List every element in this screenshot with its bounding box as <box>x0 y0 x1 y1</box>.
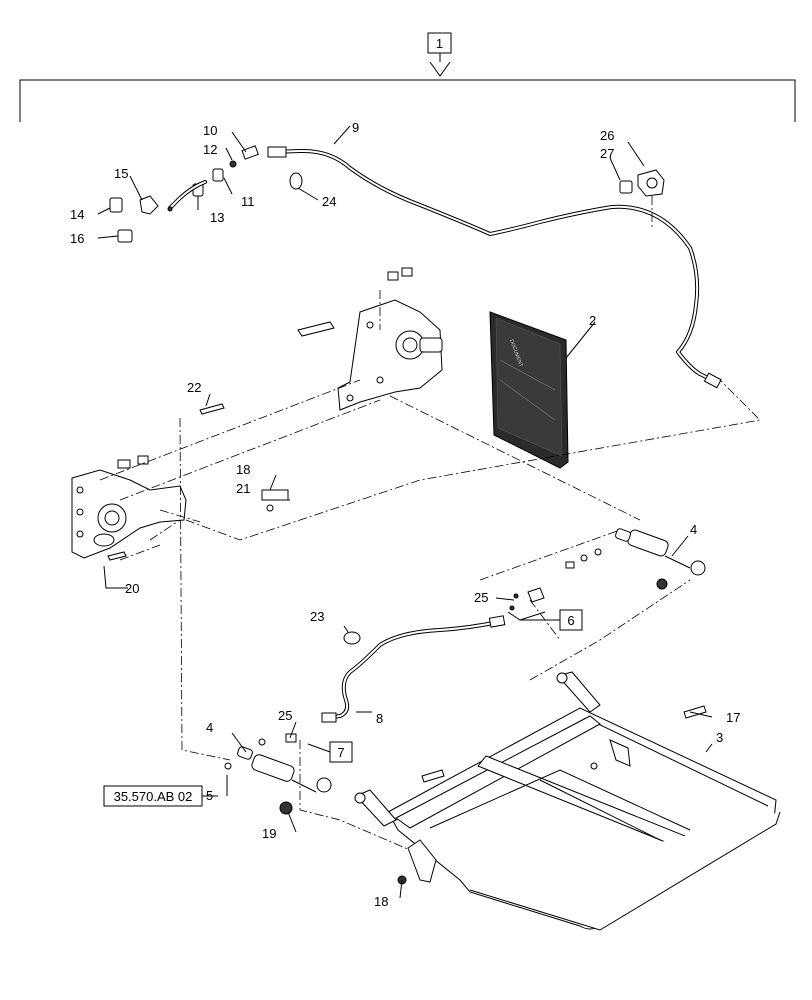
callout-1-label: 1 <box>436 36 443 51</box>
callout-15-label: 15 <box>114 166 128 181</box>
callout-box-1: 1 <box>427 32 452 54</box>
callout-box-7: 7 <box>307 741 353 763</box>
reference-box[interactable]: 35.570.AB 02 <box>103 785 203 807</box>
callout-2-label: 2 <box>589 313 596 328</box>
callout-18-upper-label: 18 <box>236 462 250 477</box>
callout-7-label: 7 <box>337 745 344 760</box>
cylinder-upper-item-4 <box>565 528 706 590</box>
callout-21-label: 21 <box>236 481 250 496</box>
callout-3-label: 3 <box>716 730 723 745</box>
valve-bracket-lower <box>71 403 289 561</box>
callout-20-label: 20 <box>125 581 139 596</box>
callout-10-label: 10 <box>203 123 217 138</box>
valve-bracket-upper <box>297 267 443 411</box>
callout-25-upper-label: 25 <box>474 590 488 605</box>
clamp-ring-23 <box>343 631 361 645</box>
tube-item-9 <box>267 146 722 389</box>
callout-4-lower-label: 4 <box>206 720 213 735</box>
callout-12-label: 12 <box>203 142 217 157</box>
callout-9-label: 9 <box>352 120 359 135</box>
cylinder-lower-item-4 <box>224 733 332 815</box>
assembly-bracket <box>19 50 796 122</box>
callout-4-upper-label: 4 <box>690 522 697 537</box>
callout-18-lower-label: 18 <box>374 894 388 909</box>
reference-label: 35.570.AB 02 <box>114 789 193 804</box>
tube-item-8 <box>321 615 506 723</box>
callout-22-label: 22 <box>187 380 201 395</box>
callout-13-label: 13 <box>210 210 224 225</box>
callout-24-label: 24 <box>322 194 336 209</box>
leader-lines <box>97 125 713 899</box>
fittings-item-25-upper <box>507 587 546 621</box>
callout-26-label: 26 <box>600 128 614 143</box>
platform-item-3 <box>354 671 781 931</box>
clamp-ring-24 <box>289 172 303 190</box>
connector-lines <box>99 379 761 851</box>
callout-17-label: 17 <box>726 710 740 725</box>
callout-5-label: 5 <box>206 788 213 803</box>
callout-6-label: 6 <box>567 613 574 628</box>
callout-14-label: 14 <box>70 207 84 222</box>
callout-19-label: 19 <box>262 826 276 841</box>
callout-23-label: 23 <box>310 609 324 624</box>
fittings-cluster <box>109 145 259 243</box>
callout-8-label: 8 <box>376 711 383 726</box>
callout-box-6: 6 <box>520 609 583 631</box>
manual-item-2: DOCUMENT <box>489 311 569 469</box>
callout-11-label: 11 <box>241 194 255 209</box>
callout-27-label: 27 <box>600 146 614 161</box>
callout-25-lower-label: 25 <box>278 708 292 723</box>
callout-16-label: 16 <box>70 231 84 246</box>
bracket-item-26 <box>619 169 665 230</box>
